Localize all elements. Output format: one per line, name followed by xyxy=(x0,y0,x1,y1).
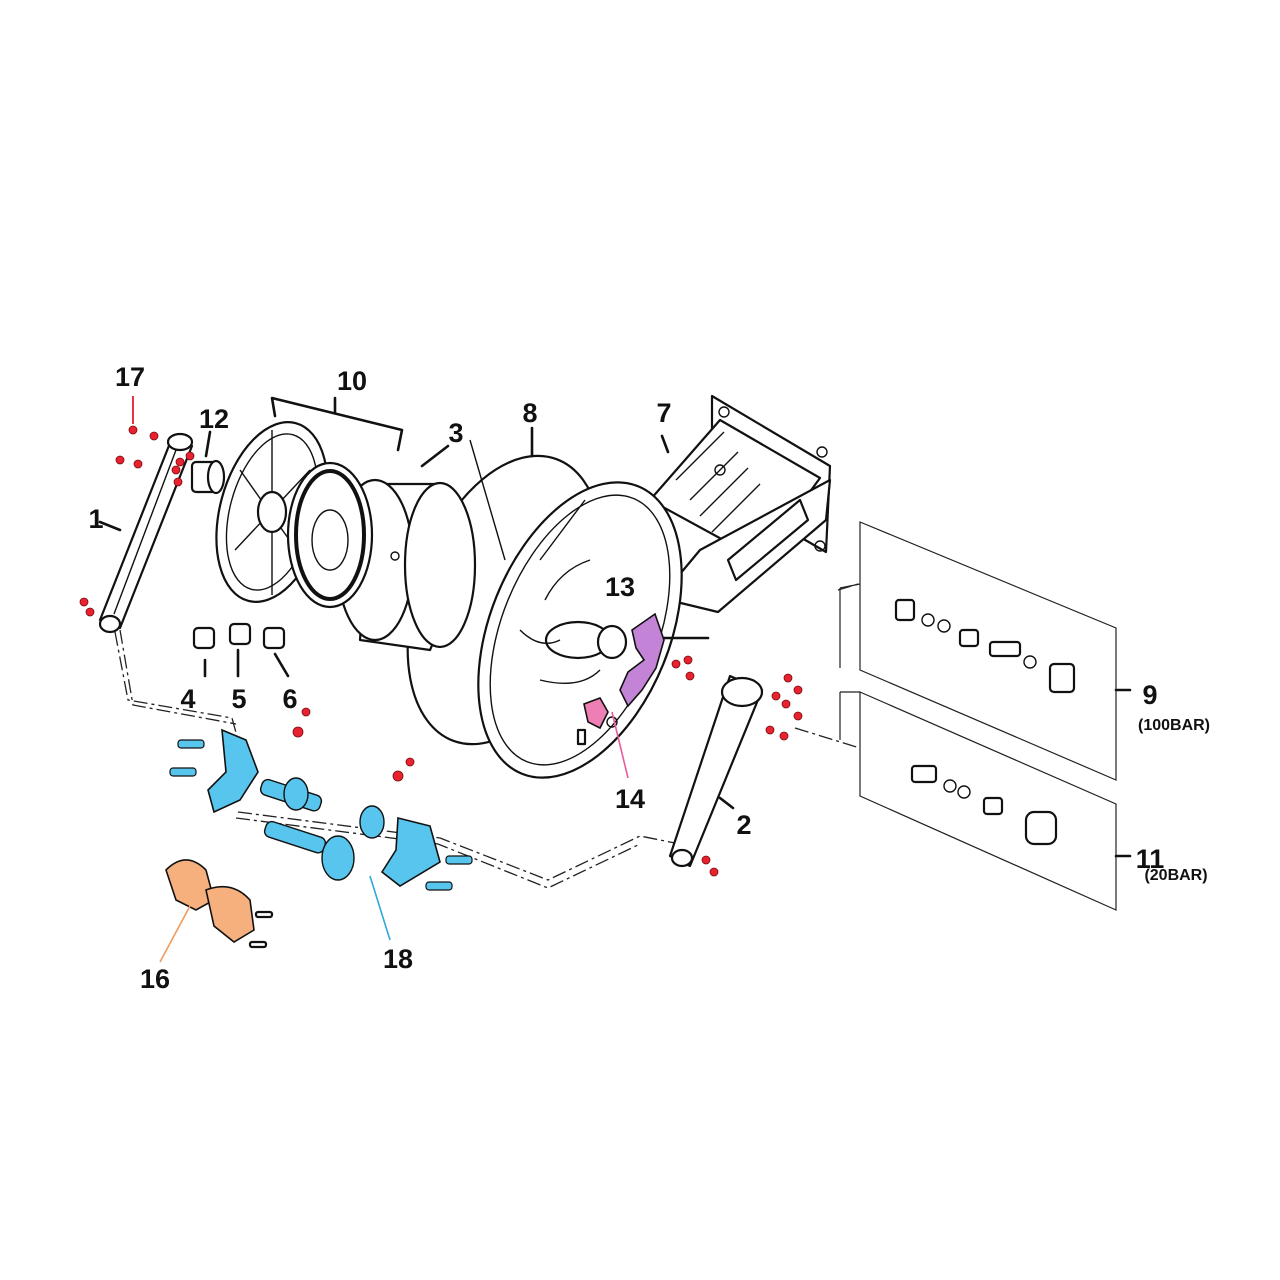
part-2-right-arm xyxy=(668,674,764,868)
label-11-sub: (20BAR) xyxy=(1144,867,1207,884)
leader-lines xyxy=(98,396,735,810)
part-10-spring-cassette xyxy=(215,421,374,609)
label-14: 14 xyxy=(615,784,645,814)
parts-4-5-6-clips xyxy=(192,622,286,650)
label-2: 2 xyxy=(736,810,751,840)
callout-labels: 17 10 12 3 8 7 1 13 4 5 6 9 (100BAR) 14 … xyxy=(88,362,1210,994)
part-1-left-arm xyxy=(98,432,194,634)
label-8: 8 xyxy=(522,398,537,428)
part-12-spring-hub xyxy=(190,459,226,495)
label-5: 5 xyxy=(231,684,246,714)
part-11-fitting-kit-box xyxy=(839,691,1132,911)
label-18: 18 xyxy=(383,944,413,974)
part-3-drum-cylinder xyxy=(335,478,477,652)
label-12: 12 xyxy=(199,404,229,434)
part-18-mounting-set xyxy=(169,728,473,941)
label-17: 17 xyxy=(115,362,145,392)
label-11: 11 xyxy=(1136,844,1165,874)
label-9-sub: (100BAR) xyxy=(1138,717,1210,734)
part-14-pawl xyxy=(576,697,618,746)
label-13: 13 xyxy=(605,572,635,602)
part-7-wall-bracket xyxy=(648,394,832,614)
label-4: 4 xyxy=(180,684,195,714)
label-1: 1 xyxy=(88,504,103,534)
label-7: 7 xyxy=(656,398,671,428)
label-6: 6 xyxy=(282,684,297,714)
label-10: 10 xyxy=(337,366,367,396)
label-16: 16 xyxy=(140,964,170,994)
part-16-hose-guide xyxy=(159,859,274,963)
screw-set-red xyxy=(79,396,803,877)
label-3: 3 xyxy=(448,418,463,448)
part-13-ratchet-plate xyxy=(619,612,710,708)
label-9: 9 xyxy=(1142,680,1157,710)
part-9-fitting-kit-box xyxy=(839,521,1132,781)
